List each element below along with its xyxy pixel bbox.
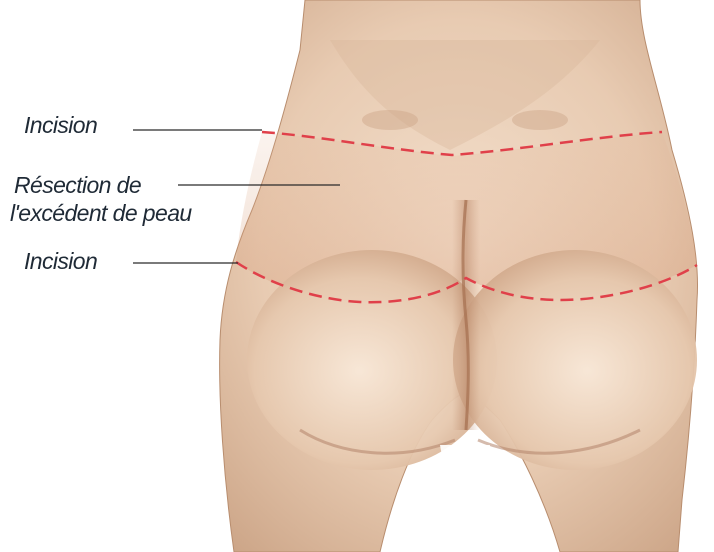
label-incision-bottom: Incision [24,248,97,275]
cleft-shadow [452,200,480,430]
label-incision-top: Incision [24,112,97,139]
label-resection-line1: Résection de [14,172,141,199]
dimple-right [512,110,568,130]
thigh-gap [440,445,490,552]
dimple-left [362,110,418,130]
label-resection-line2: l'excédent de peau [10,200,192,227]
